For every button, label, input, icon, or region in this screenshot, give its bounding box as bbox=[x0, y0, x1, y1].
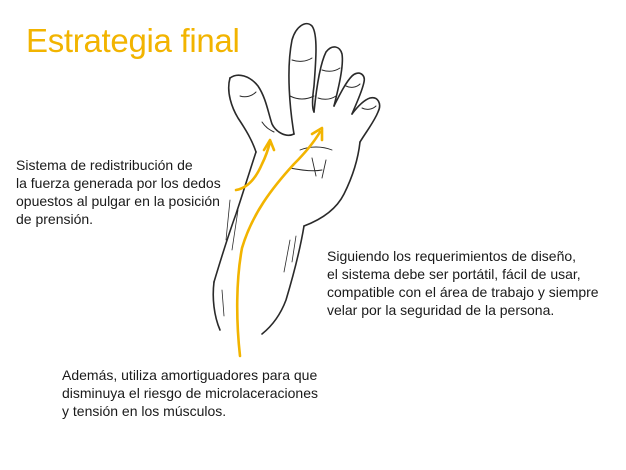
page-title: Estrategia final bbox=[26, 22, 240, 59]
arrow-palm-head bbox=[310, 126, 324, 142]
note-force-redistribution: Sistema de redistribución de la fuerza g… bbox=[16, 157, 221, 227]
arrow-thumb-head bbox=[262, 138, 276, 152]
arrow-thumb bbox=[234, 140, 272, 192]
arrow-palm bbox=[235, 130, 322, 358]
note-design-requirements: Siguiendo los requerimientos de diseño, … bbox=[327, 248, 599, 318]
hand-outline bbox=[212, 22, 381, 335]
force-arrows bbox=[234, 126, 324, 358]
note-shock-absorbers: Además, utiliza amortiguadores para que … bbox=[62, 367, 319, 419]
